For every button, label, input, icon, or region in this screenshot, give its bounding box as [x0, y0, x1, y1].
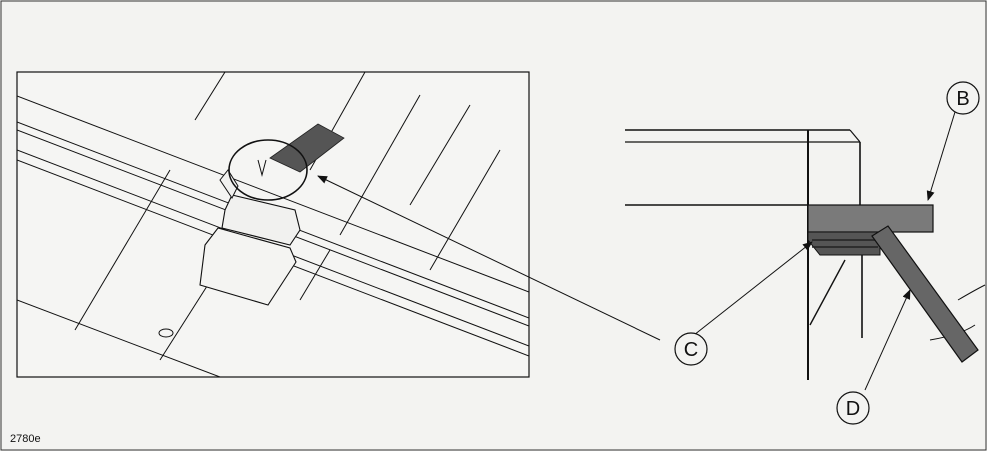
inset-border — [16, 71, 530, 378]
callout-c: C — [684, 339, 698, 361]
panel-line — [74, 169, 171, 331]
seal-strip — [269, 123, 345, 173]
arrow-pointer — [317, 175, 661, 341]
arrow-pointer — [926, 111, 956, 201]
inset-panel — [16, 71, 530, 378]
clip-notch — [257, 159, 267, 177]
callout-d: D — [846, 398, 860, 420]
arrow-pointer — [864, 289, 911, 391]
panel-line — [194, 72, 226, 121]
panel-line — [299, 249, 331, 301]
seal-d — [871, 225, 979, 363]
mounting-hole — [158, 328, 174, 338]
callout-b: B — [956, 88, 969, 110]
rail-line — [17, 299, 221, 377]
rail-line — [17, 95, 529, 293]
brace-line — [809, 259, 846, 326]
clip-plate — [199, 227, 297, 306]
panel-line — [409, 104, 471, 206]
cross-section — [625, 129, 986, 380]
panel-line — [429, 149, 501, 271]
panel-corner — [849, 129, 861, 143]
arc-line — [957, 284, 986, 301]
detail-circle — [228, 139, 308, 201]
seal-b — [807, 204, 934, 233]
clip-tab — [219, 169, 239, 199]
callout-b-circle — [946, 81, 980, 115]
callout-c-circle — [674, 332, 708, 366]
arrow-pointer — [693, 241, 813, 336]
callout-d-circle — [836, 391, 870, 425]
seal-c — [807, 231, 881, 256]
panel-line — [339, 94, 421, 236]
figure-id: 2780e — [10, 433, 41, 445]
